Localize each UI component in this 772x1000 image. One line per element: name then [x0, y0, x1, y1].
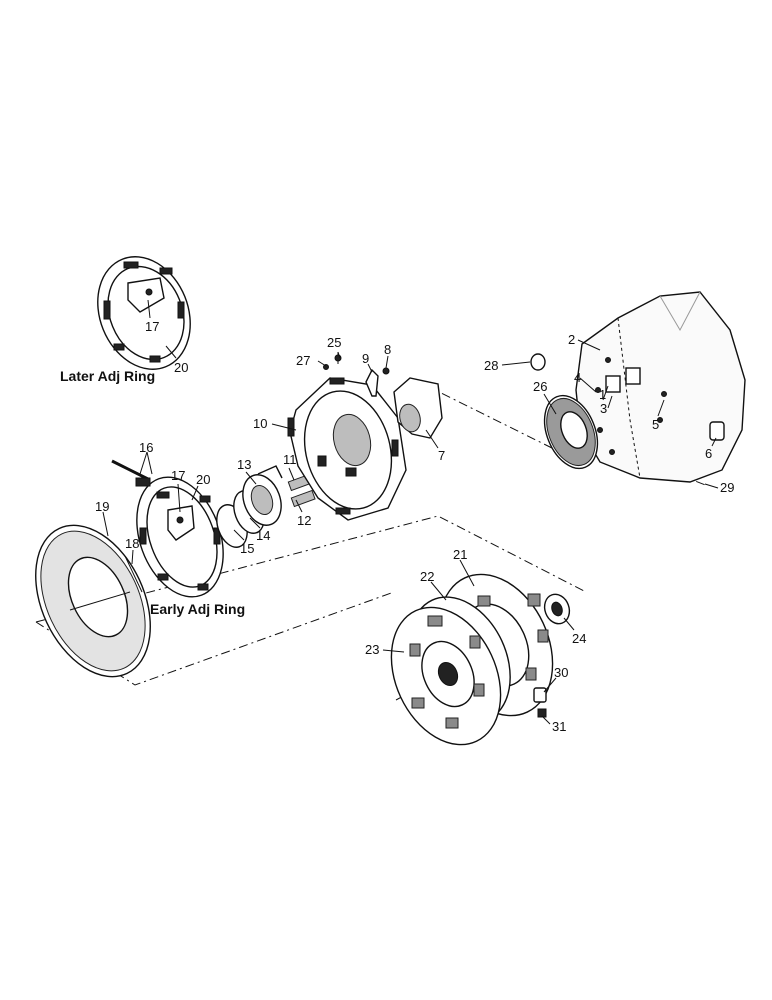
bolt-30-31 — [533, 687, 547, 718]
clutch-brake-26 — [543, 394, 599, 470]
stub-shaft-6 — [709, 421, 725, 441]
callout-labels: 17 20 16 17 20 19 18 13 15 14 11 12 10 2… — [95, 319, 734, 734]
callout-28: 28 — [484, 358, 498, 373]
callout-7: 7 — [438, 448, 445, 463]
callout-14: 14 — [256, 528, 270, 543]
callout-2: 2 — [568, 332, 575, 347]
callout-leaders — [102, 299, 719, 725]
callout-8: 8 — [384, 342, 391, 357]
callout-11: 11 — [283, 452, 297, 467]
callout-23: 23 — [365, 642, 379, 657]
release-sleeve-13 — [242, 465, 283, 526]
pressure-plate-19 — [35, 524, 151, 678]
callout-21: 21 — [453, 547, 467, 562]
bearing-housing-7 — [393, 377, 443, 439]
callout-16: 16 — [139, 440, 153, 455]
callout-29: 29 — [720, 480, 734, 495]
callout-19: 19 — [95, 499, 109, 514]
centerline-upper — [424, 384, 561, 453]
callout-5: 5 — [652, 417, 659, 432]
adjusting-ring-early — [136, 476, 224, 598]
callout-27: 27 — [296, 353, 310, 368]
callout-25: 25 — [327, 335, 341, 350]
callout-15: 15 — [240, 541, 254, 556]
callout-9: 9 — [362, 351, 369, 366]
callout-17-early: 17 — [171, 468, 185, 483]
driven-disc-23 — [390, 606, 502, 746]
callout-20-later: 20 — [174, 360, 188, 375]
bushing-28 — [530, 353, 546, 371]
callout-6: 6 — [705, 446, 712, 461]
callout-10: 10 — [253, 416, 267, 431]
callout-1: 1 — [599, 387, 606, 402]
lever-8-9 — [365, 367, 390, 397]
callout-24: 24 — [572, 631, 586, 646]
callout-3: 3 — [600, 401, 607, 416]
pin-18 — [124, 555, 143, 593]
bolt-16 — [111, 459, 151, 487]
flywheel-housing — [575, 291, 746, 483]
later-adj-ring-part — [97, 256, 191, 370]
seal-24 — [543, 593, 571, 625]
callout-20-early: 20 — [196, 472, 210, 487]
callout-22: 22 — [420, 569, 434, 584]
callout-13: 13 — [237, 457, 251, 472]
callout-17-later: 17 — [145, 319, 159, 334]
callout-26: 26 — [533, 379, 547, 394]
caption-later-adj-ring: Later Adj Ring — [60, 368, 155, 384]
callout-31: 31 — [552, 719, 566, 734]
callout-30: 30 — [554, 665, 568, 680]
caption-early-adj-ring: Early Adj Ring — [150, 601, 245, 617]
callout-4: 4 — [574, 370, 581, 385]
callout-18: 18 — [125, 536, 139, 551]
clutch-cover-10 — [287, 377, 407, 521]
callout-12: 12 — [297, 513, 311, 528]
